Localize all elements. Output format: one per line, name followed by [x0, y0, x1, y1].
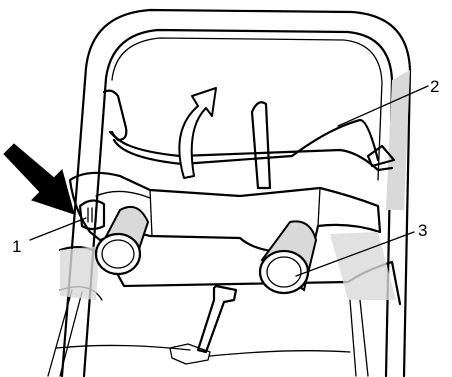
cable-guide-center	[252, 102, 270, 188]
frame-shadow	[386, 70, 410, 210]
black-push-arrow-icon	[4, 144, 74, 214]
callout-3: 3	[418, 221, 427, 240]
callout-2: 2	[430, 77, 439, 96]
callout-1: 1	[12, 237, 21, 256]
locking-knob	[80, 200, 104, 229]
lower-shadow-left	[60, 246, 100, 300]
cable-hook-left	[104, 91, 126, 140]
curved-fold-arrow-icon	[179, 88, 216, 178]
handle-frame	[62, 10, 410, 376]
